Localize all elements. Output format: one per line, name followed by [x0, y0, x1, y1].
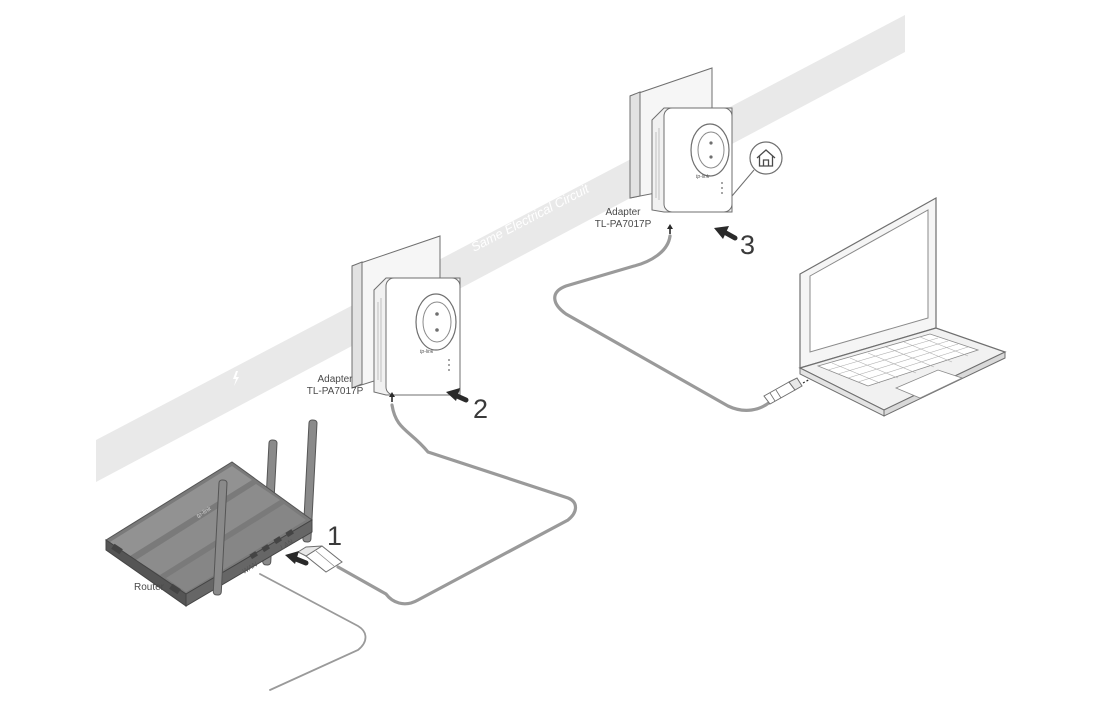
- adapter-2-port-arrow-icon: [389, 392, 395, 402]
- powerline-adapter-2: tp-link: [373, 277, 461, 402]
- adapter-3-port-arrow-icon: [667, 224, 673, 234]
- adapter-2-label-line2: TL-PA7017P: [307, 386, 364, 397]
- step-1-arrow-icon: [285, 551, 309, 566]
- laptop-keyboard: [816, 333, 980, 387]
- laptop-icon: [798, 196, 1007, 417]
- cable-router-wan: [259, 573, 367, 691]
- powerline-adapter-3: tp-link: [651, 107, 733, 234]
- step-3-number: 3: [740, 230, 755, 260]
- router-label: Router: [134, 582, 165, 593]
- house-icon-callout: [731, 141, 783, 197]
- adapter-2-label-line1: Adapter: [317, 374, 353, 385]
- house-icon: [756, 149, 776, 167]
- electrical-circuit-band: Same Electrical Circuit: [96, 15, 905, 482]
- router-ethernet-plug: [296, 545, 343, 573]
- step-2-arrow-icon: [446, 388, 469, 403]
- laptop-ethernet-plug: [763, 377, 813, 405]
- lightning-icon: [233, 371, 239, 386]
- adapter-3-leds: [721, 182, 723, 194]
- adapter-2-leds: [448, 359, 450, 371]
- adapter-2-logo: tp-link: [420, 349, 434, 355]
- router-icon: tp-link: [105, 419, 318, 607]
- step-1-number: 1: [327, 521, 342, 551]
- step-3-arrow-icon: [714, 226, 738, 241]
- step-2-number: 2: [473, 394, 488, 424]
- laptop-trackpad: [894, 369, 964, 399]
- cable-adapter-2-to-router: [336, 403, 578, 606]
- adapter-3-logo: tp-link: [696, 174, 710, 180]
- cable-adapter-3-to-laptop: [553, 234, 772, 412]
- adapter-3-label-line1: Adapter: [605, 207, 641, 218]
- adapter-3-label-line2: TL-PA7017P: [595, 219, 652, 230]
